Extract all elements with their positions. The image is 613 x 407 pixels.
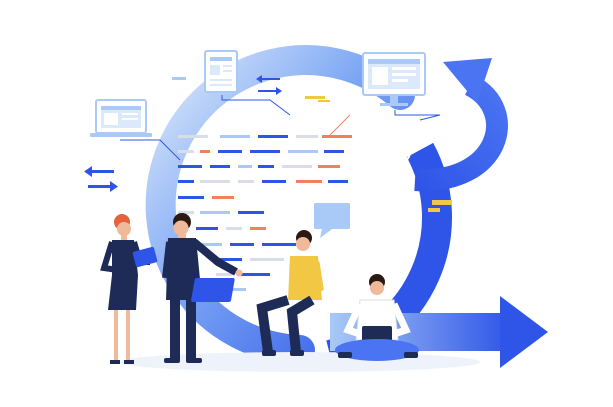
man-cross-legged-with-laptop	[335, 274, 419, 361]
man-in-suit-pointing	[162, 213, 243, 363]
yellow-tag-top	[305, 96, 330, 102]
swap-arrows-icon	[84, 166, 118, 192]
dash-decoration	[172, 77, 186, 80]
chat-bubble-icon	[314, 203, 350, 238]
man-with-laptop-sitting	[191, 230, 324, 356]
laptop-icon-left	[90, 99, 152, 137]
yellow-tag-right	[428, 200, 452, 212]
woman-with-tablet	[100, 214, 158, 364]
curl-arrow	[414, 58, 508, 192]
lightbulb-icon	[387, 140, 411, 171]
monitor-icon-right	[362, 52, 426, 106]
document-icon-top	[204, 50, 238, 93]
swap-arrows-icon	[256, 75, 282, 95]
connector-lines	[120, 95, 441, 161]
